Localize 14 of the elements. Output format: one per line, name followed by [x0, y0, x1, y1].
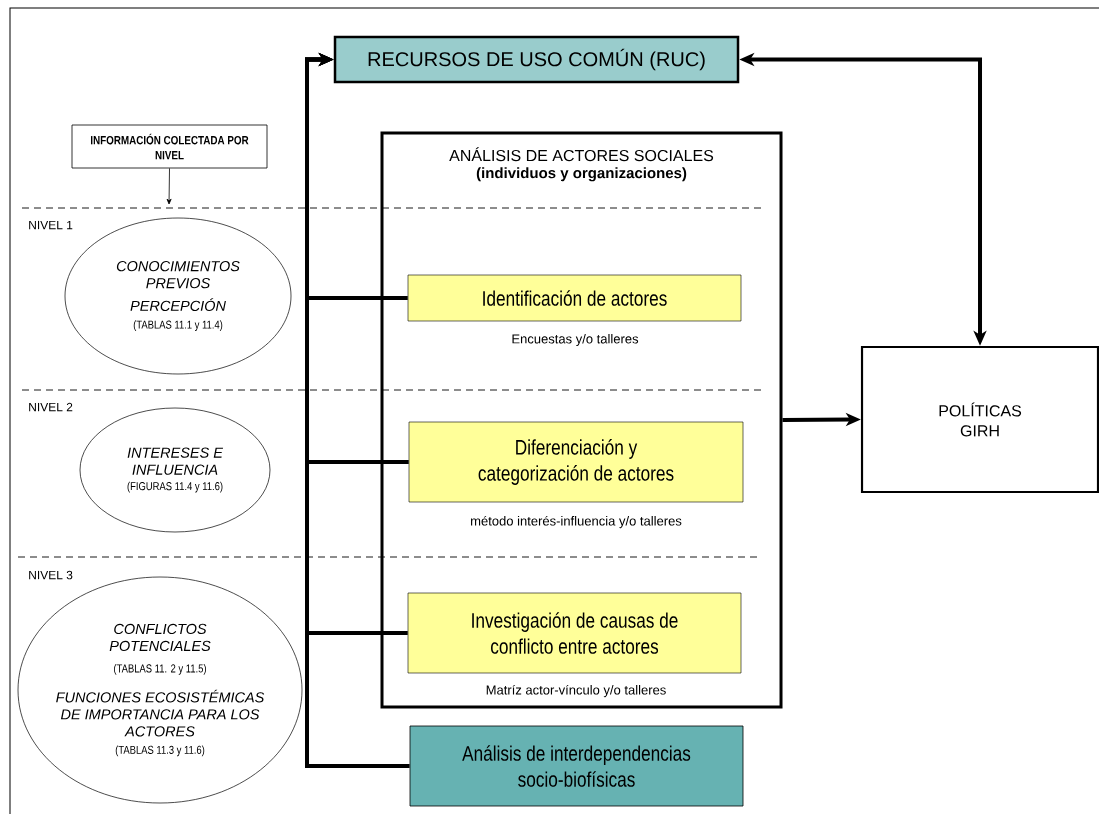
info-box: INFORMACIÓN COLECTADA POR NIVEL: [71, 124, 268, 169]
level-label: NIVEL 2: [29, 402, 73, 412]
method-caption: Matríz actor-vínculo y/o talleres: [486, 684, 666, 698]
process-box: Diferenciación y categorización de actores: [408, 421, 744, 503]
method-caption: método interés-influencia y/o talleres: [471, 515, 682, 529]
arrow: [305, 52, 410, 768]
policy-box: POLÍTICAS GIRH: [860, 345, 1099, 494]
process-box: Investigación de causas de conflicto entre actores: [407, 592, 742, 674]
arrow: [166, 168, 172, 205]
process-box: Análisis de interdependencias socio-biofísicas: [409, 725, 744, 807]
method-caption: Encuestas y/o talleres: [512, 333, 639, 347]
process-box: Identificación de actores: [407, 274, 742, 322]
level-label: NIVEL 1: [29, 220, 73, 230]
resource-box: RECURSOS DE USO COMÚN (RUC): [333, 35, 740, 84]
